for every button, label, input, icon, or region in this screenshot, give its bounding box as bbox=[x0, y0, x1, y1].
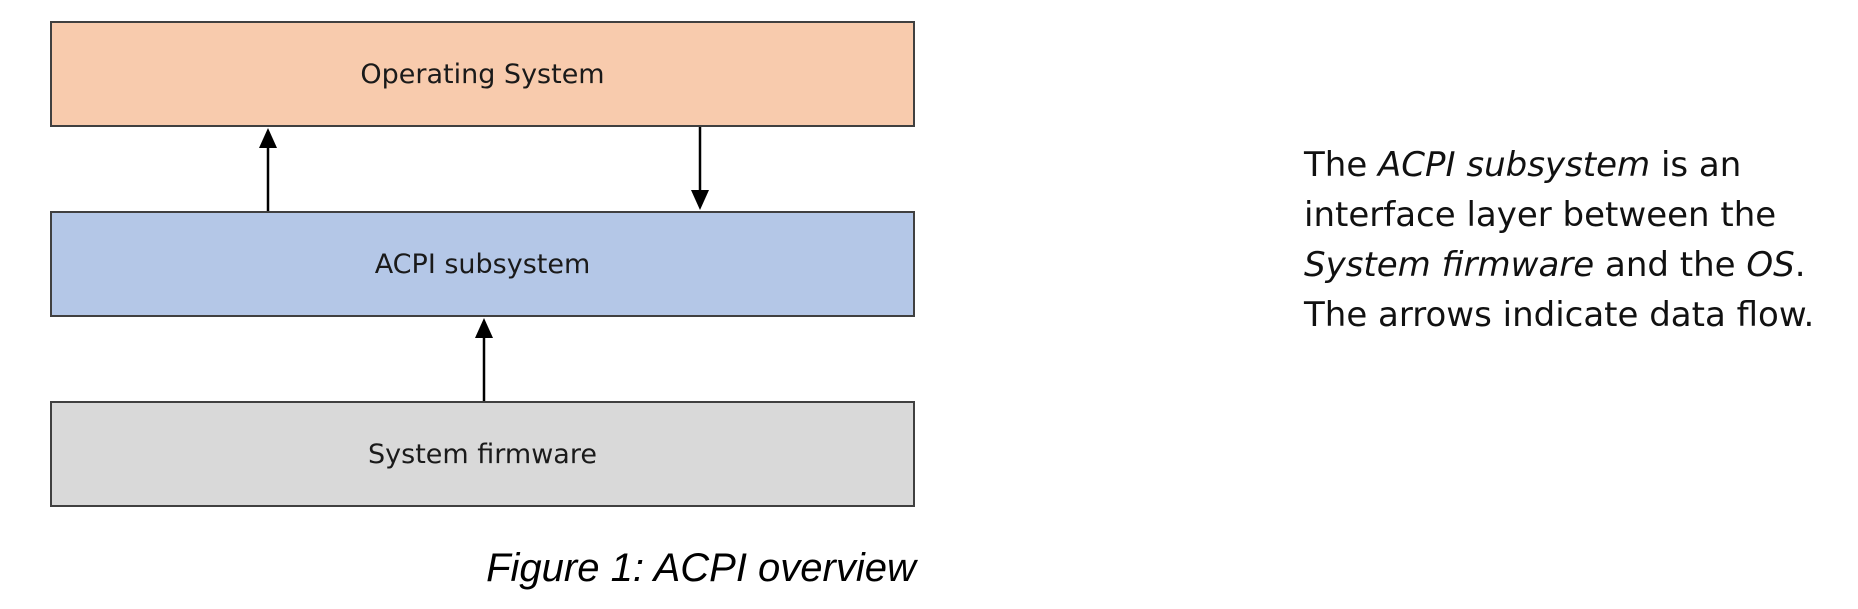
system-firmware-layer: System firmware bbox=[50, 401, 915, 507]
note-line-2: interface layer between the bbox=[1304, 195, 1777, 235]
arrow-os-to-acpi bbox=[691, 127, 709, 210]
arrow-acpi-to-os bbox=[259, 128, 277, 211]
note-line-3: System firmware and the OS. bbox=[1304, 245, 1806, 285]
note-line-4: The arrows indicate data flow. bbox=[1304, 295, 1815, 335]
cropped-heading-fragment bbox=[340, 0, 760, 6]
acpi-subsystem-layer: ACPI subsystem bbox=[50, 211, 915, 317]
note-line-1: The ACPI subsystem is an bbox=[1304, 145, 1742, 185]
acpi-subsystem-label: ACPI subsystem bbox=[374, 248, 591, 280]
operating-system-label: Operating System bbox=[360, 58, 605, 90]
figure-caption: Figure 1: ACPI overview bbox=[0, 546, 1858, 591]
arrow-firmware-to-acpi bbox=[475, 318, 493, 401]
explanation-note: The ACPI subsystem is an interface layer… bbox=[1304, 140, 1844, 340]
system-firmware-label: System firmware bbox=[368, 438, 597, 470]
operating-system-layer: Operating System bbox=[50, 21, 915, 127]
figure-caption-text: Figure 1: ACPI overview bbox=[486, 546, 916, 590]
